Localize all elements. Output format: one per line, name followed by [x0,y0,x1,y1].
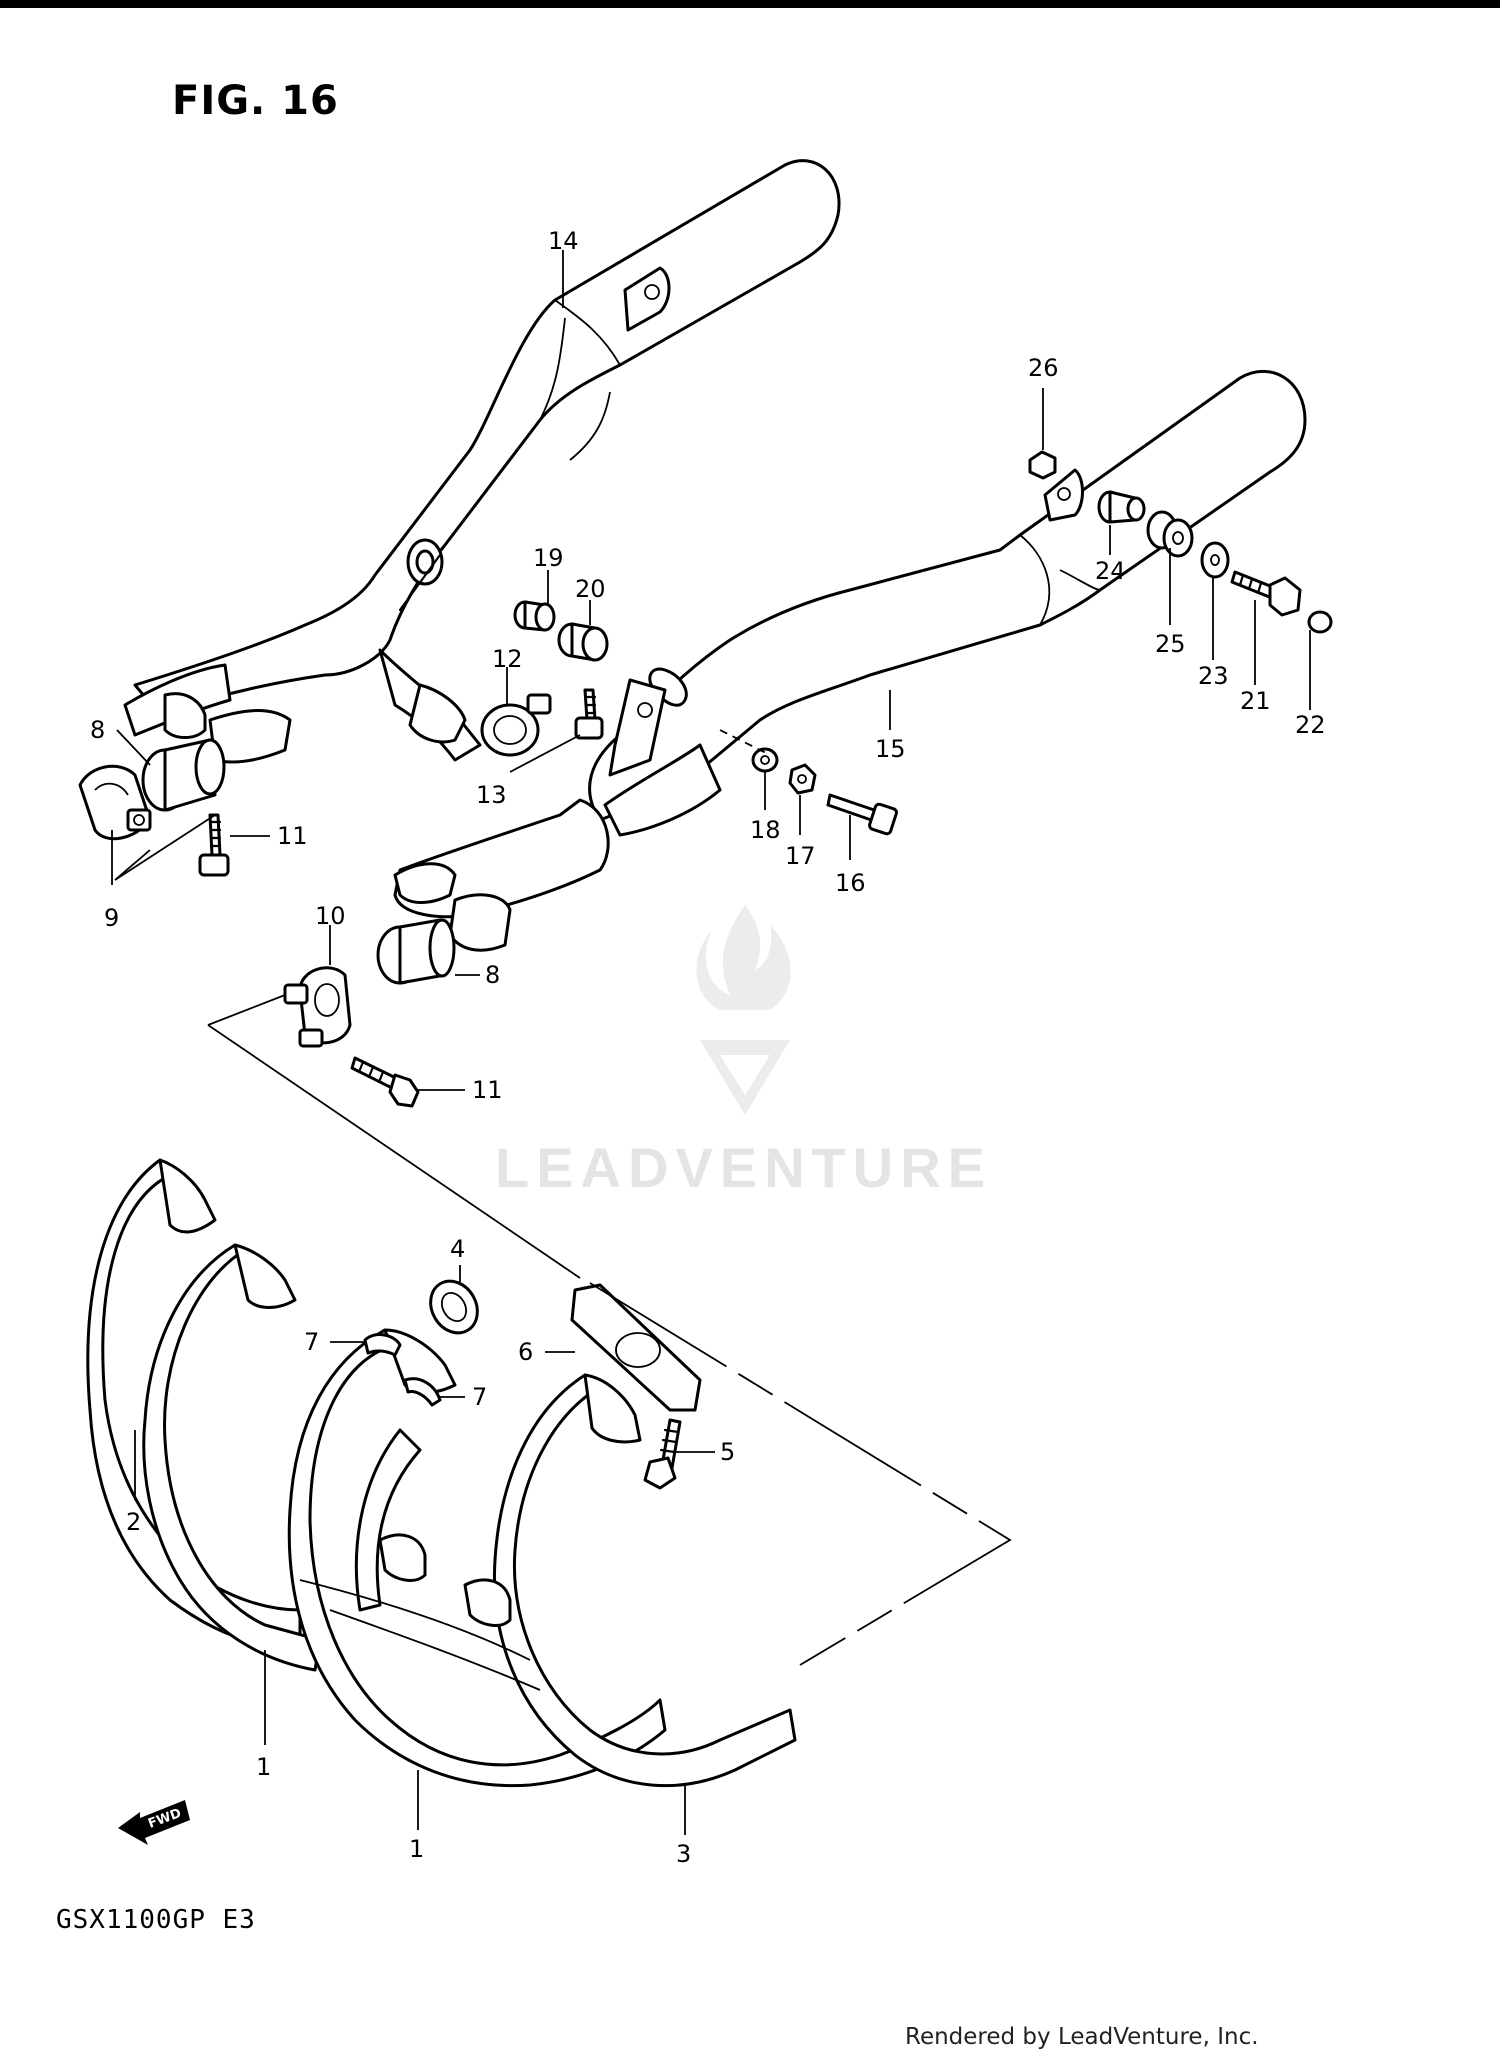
callout-3: 3 [676,1840,691,1868]
muffler-bracket [608,678,667,777]
assembly-reference-lines [114,729,1012,1666]
rubber-25[interactable] [1146,510,1194,558]
callout-13: 13 [476,781,507,809]
callout-6: 6 [518,1338,533,1366]
callout-26: 26 [1028,354,1059,382]
exhaust-pipe-1-center[interactable] [287,1328,667,1788]
callout-10: 10 [315,902,346,930]
callout-12: 12 [492,645,523,673]
callout-18: 18 [750,816,781,844]
watermark-logo [696,905,791,1115]
render-credit: Rendered by LeadVenture, Inc. [905,2024,1259,2050]
flange-6[interactable] [570,1283,702,1412]
callout-24: 24 [1095,557,1126,585]
collector-pipe [299,1533,541,1691]
bolt-11-upper[interactable] [198,813,230,877]
exhaust-pipe-3[interactable] [492,1373,797,1788]
top-border-rule [0,0,1500,8]
callout-17: 17 [785,842,816,870]
callout-22: 22 [1295,711,1326,739]
exhaust-pipe-1-left[interactable] [142,1243,322,1672]
washer-18[interactable] [751,747,779,773]
nut-26[interactable] [1028,450,1057,480]
callout-21: 21 [1240,687,1271,715]
gasket-4[interactable] [421,1273,486,1342]
watermark-text: LEADVENTURE [495,1136,993,1199]
model-code: GSX1100GP E3 [56,1905,256,1935]
muffler-left[interactable] [123,159,841,764]
callout-9: 9 [104,904,119,932]
bolt-16[interactable] [826,793,898,836]
callout-4: 4 [450,1235,465,1263]
callout-1-left: 1 [256,1753,271,1781]
callout-1-center: 1 [409,1835,424,1863]
bolt-5[interactable] [643,1418,682,1490]
washer-23[interactable] [1200,541,1230,579]
cap-22[interactable] [1307,610,1333,634]
bolt-13[interactable] [574,688,604,740]
callout-20: 20 [575,575,606,603]
callout-2: 2 [126,1508,141,1536]
sleeve-8-upper[interactable] [141,738,226,812]
callout-15: 15 [875,735,906,763]
collar-24[interactable] [1097,490,1146,524]
rubber-20[interactable] [557,622,609,662]
callout-14: 14 [548,227,579,255]
bolt-21[interactable] [1230,570,1302,617]
callout-5: 5 [720,1438,735,1466]
callouts: 14 26 24 25 23 21 22 15 19 20 12 13 18 1… [90,227,1326,1868]
callout-23: 23 [1198,662,1229,690]
callout-19: 19 [533,544,564,572]
muffler-right[interactable] [393,369,1307,952]
callout-8-lower: 8 [485,961,500,989]
nut-17[interactable] [788,763,817,795]
callout-25: 25 [1155,630,1186,658]
clamp-9[interactable] [78,764,152,841]
clamp-10[interactable] [283,966,352,1048]
crossover-pipe[interactable] [378,648,482,762]
sleeve-8-lower[interactable] [376,918,456,985]
collar-19[interactable] [513,600,556,632]
callout-7-upper: 7 [304,1328,319,1356]
callout-11-upper: 11 [277,822,308,850]
callout-7-lower: 7 [472,1383,487,1411]
clamp-12[interactable] [480,693,552,757]
fwd-arrow-icon: FWD [118,1800,190,1845]
retainer-ring-7[interactable] [363,1333,442,1407]
bolt-11-lower[interactable] [350,1056,420,1108]
callout-11-lower: 11 [472,1076,503,1104]
callout-16: 16 [835,869,866,897]
callout-8-upper: 8 [90,716,105,744]
figure-title: FIG. 16 [172,78,339,124]
